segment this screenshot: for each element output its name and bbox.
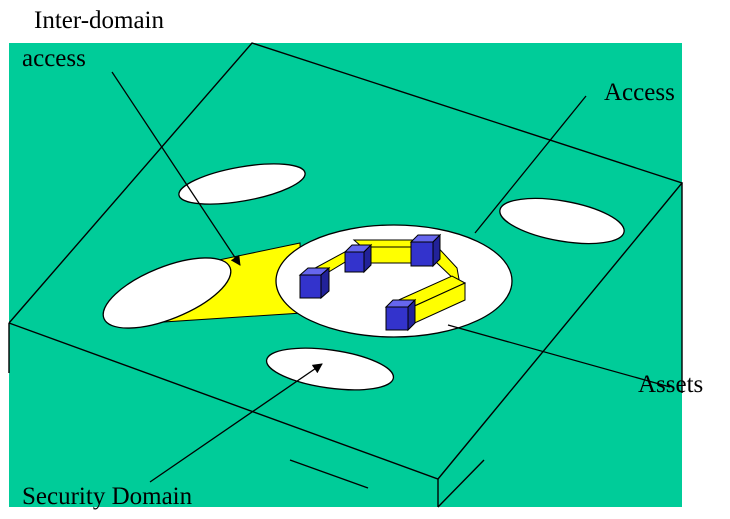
inter-domain-access-arrow xyxy=(111,71,241,266)
domain-hole-left xyxy=(102,257,232,329)
assets-label: Assets xyxy=(638,371,704,398)
access-label: Access xyxy=(604,79,675,106)
assets-leader-line xyxy=(447,324,671,388)
domain-hole-bottom xyxy=(265,347,395,391)
asset-cube-4 xyxy=(384,298,417,332)
security-domain-arrow xyxy=(149,363,323,483)
security-domain-label: Security Domain xyxy=(22,483,193,510)
domain-slab-outline xyxy=(8,42,684,508)
inter-domain-label-line2: access xyxy=(22,45,86,72)
domain-hole-right xyxy=(499,197,625,245)
access-leader-line xyxy=(474,95,587,234)
inter-domain-label-line1: Inter-domain xyxy=(34,7,165,34)
assets-circle xyxy=(275,224,513,338)
asset-cube-2 xyxy=(343,243,373,274)
asset-cube-3 xyxy=(409,233,442,268)
asset-cube-1 xyxy=(298,266,331,300)
domain-hole-top xyxy=(178,163,306,205)
